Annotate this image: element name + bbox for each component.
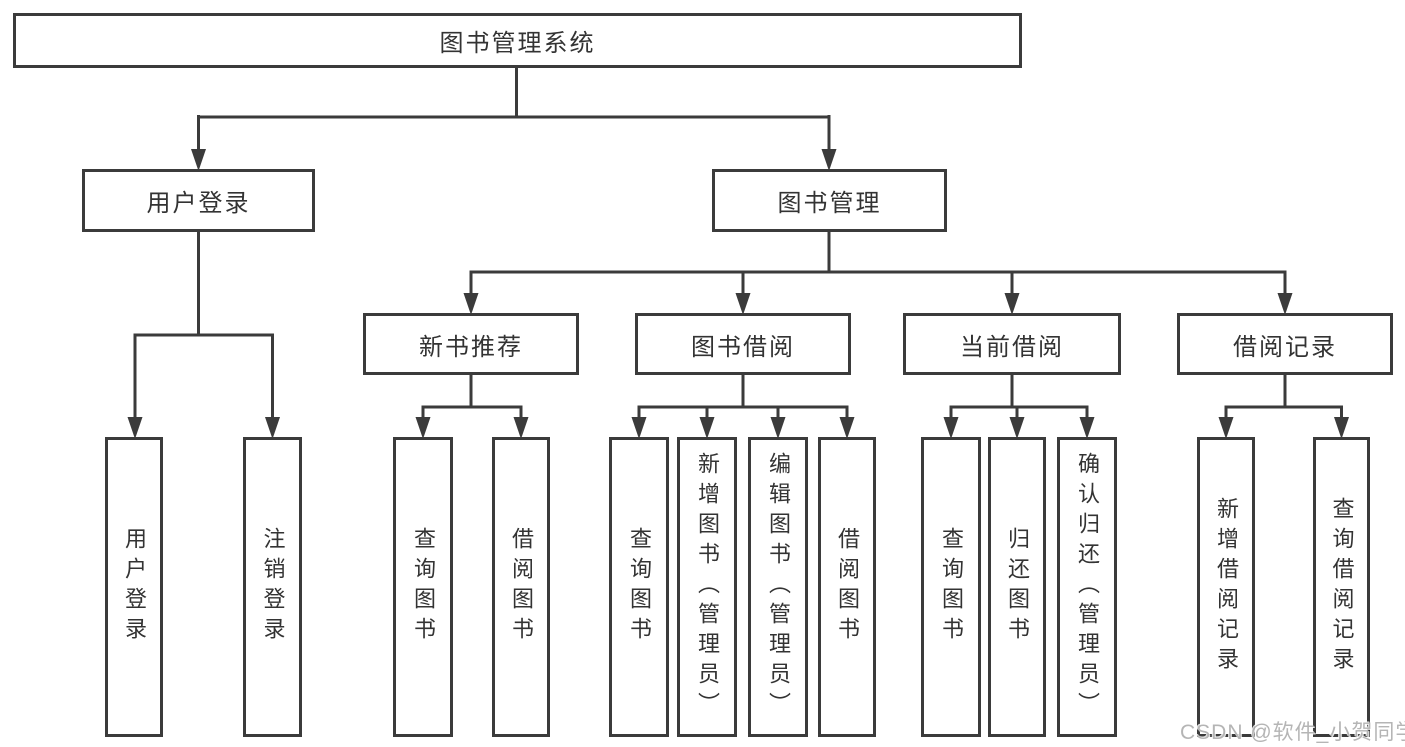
leaf-edit-books-admin: 编辑图书（管理员） (748, 437, 808, 737)
leaf-add-borrow-record: 新增借阅记录 (1197, 437, 1255, 737)
node-book-management: 图书管理 (712, 169, 947, 232)
csdn-watermark: CSDN @软件_小贺同学 (1180, 721, 1405, 744)
leaf-query-books-borrowing: 查询图书 (609, 437, 669, 737)
leaf-query-borrow-record: 查询借阅记录 (1313, 437, 1370, 737)
leaf-query-books-current: 查询图书 (921, 437, 981, 737)
node-root: 图书管理系统 (13, 13, 1022, 68)
node-current-borrowing: 当前借阅 (903, 313, 1121, 375)
leaf-query-books-recommend: 查询图书 (393, 437, 453, 737)
leaf-user-login: 用户登录 (105, 437, 163, 737)
arrowheads (127, 149, 1349, 439)
leaf-borrow-books-borrowing: 借阅图书 (818, 437, 876, 737)
connector-segments (133, 66, 1343, 418)
leaf-return-books: 归还图书 (988, 437, 1046, 737)
leaf-borrow-books-recommend: 借阅图书 (492, 437, 550, 737)
node-borrowing-records: 借阅记录 (1177, 313, 1393, 375)
leaf-add-books-admin: 新增图书（管理员） (677, 437, 737, 737)
leaf-logout: 注销登录 (243, 437, 302, 737)
node-book-borrowing: 图书借阅 (635, 313, 851, 375)
node-user-login: 用户登录 (82, 169, 315, 232)
node-new-book-recommend: 新书推荐 (363, 313, 579, 375)
leaf-confirm-return-admin: 确认归还（管理员） (1057, 437, 1117, 737)
